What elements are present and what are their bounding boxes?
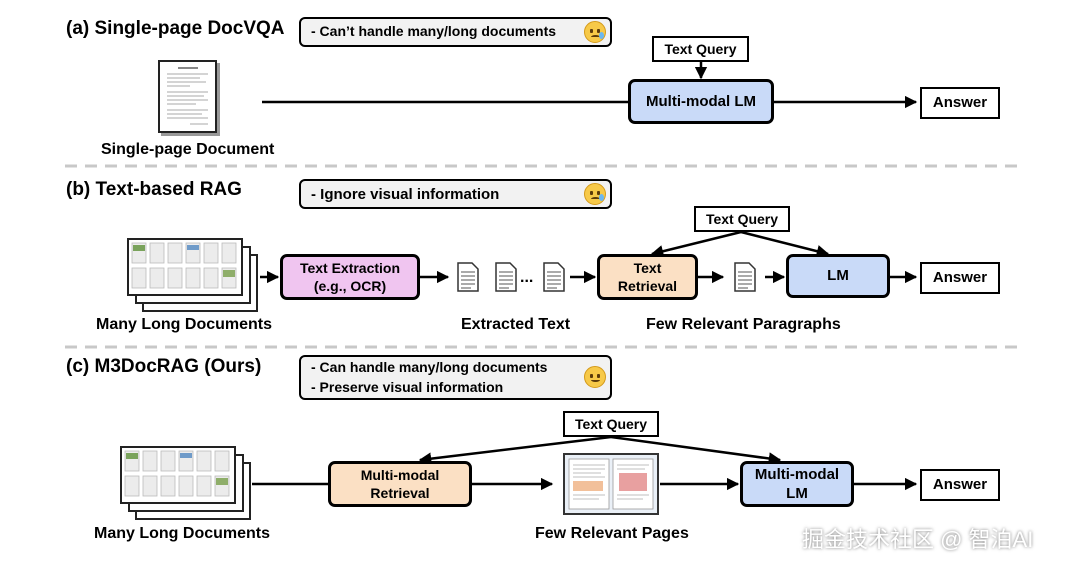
arrow-query-to-lm (610, 435, 782, 465)
answer-label: Answer (932, 269, 988, 287)
multimodal-retrieval-label-2: Retrieval (370, 485, 430, 501)
many-long-documents-caption: Many Long Documents (94, 525, 271, 542)
section-b-title: (b) Text-based RAG (66, 179, 242, 200)
sad-face-icon (584, 183, 606, 205)
answer-box: Answer (920, 87, 1000, 119)
section-b-limitation-note: - Ignore visual information (299, 179, 612, 209)
text-retrieval-label-1: Text (633, 259, 662, 276)
few-relevant-paragraphs-caption: Few Relevant Paragraphs (646, 316, 841, 333)
document-thumbnails-icon (127, 238, 243, 296)
text-retrieval-label-2: Retrieval (617, 278, 678, 294)
smiling-face-icon (584, 366, 606, 388)
relevant-pages-icon (563, 453, 659, 515)
multimodal-lm-label-1: Multi-modal (754, 465, 840, 483)
note-line-1: - Can handle many/long documents (311, 358, 548, 375)
text-extraction-example: (e.g., OCR) (313, 278, 387, 294)
text-file-icon (543, 262, 565, 292)
note-line-2: - Preserve visual information (311, 378, 504, 395)
ellipsis: ... (520, 269, 534, 286)
arrow-query-to-retrieval (650, 230, 742, 258)
section-c-title: (c) M3DocRAG (Ours) (66, 356, 262, 377)
multimodal-lm-label-2: LM (786, 485, 808, 502)
sad-face-icon (584, 21, 606, 43)
text-query-label: Text Query (664, 40, 737, 57)
lm-label: LM (827, 267, 849, 285)
answer-box: Answer (920, 469, 1000, 501)
multimodal-retrieval-box: Multi-modal Retrieval (328, 461, 472, 507)
single-page-document-icon (158, 60, 217, 133)
arrow-query-to-retrieval (418, 435, 612, 465)
answer-label: Answer (932, 476, 988, 494)
section-a-limitation-note: - Can’t handle many/long documents (299, 17, 612, 47)
text-file-icon (495, 262, 517, 292)
section-a-title: (a) Single-page DocVQA (66, 18, 285, 39)
multimodal-lm-box: Multi-modal LM (628, 79, 774, 124)
multimodal-lm-box: Multi-modal LM (740, 461, 854, 507)
section-c-advantage-note: - Can handle many/long documents - Prese… (299, 355, 612, 400)
text-extraction-label: Text Extraction (299, 259, 401, 276)
text-query-box: Text Query (652, 36, 749, 62)
answer-box: Answer (920, 262, 1000, 294)
text-query-label: Text Query (574, 415, 648, 432)
watermark-text: 掘金技术社区 @ 智泊AI (802, 527, 1034, 552)
text-query-box: Text Query (694, 206, 790, 232)
text-query-box: Text Query (563, 411, 659, 437)
few-relevant-pages-caption: Few Relevant Pages (535, 525, 689, 542)
single-page-document-caption: Single-page Document (101, 141, 275, 158)
multimodal-retrieval-label-1: Multi-modal (360, 466, 440, 483)
arrow-query-to-lm (740, 230, 830, 258)
document-thumbnails-icon (120, 446, 236, 504)
text-file-icon (457, 262, 479, 292)
note-text: - Can’t handle many/long documents (311, 23, 557, 40)
text-query-label: Text Query (705, 210, 779, 227)
answer-label: Answer (932, 94, 988, 112)
text-retrieval-box: Text Retrieval (597, 254, 698, 300)
many-long-documents-caption: Many Long Documents (96, 316, 273, 333)
lm-box: LM (786, 254, 890, 298)
note-text: - Ignore visual information (311, 185, 500, 203)
text-extraction-box: Text Extraction (e.g., OCR) (280, 254, 420, 300)
paragraph-file-icon (734, 262, 756, 292)
extracted-text-caption: Extracted Text (461, 316, 571, 333)
multimodal-lm-label: Multi-modal LM (646, 92, 756, 110)
